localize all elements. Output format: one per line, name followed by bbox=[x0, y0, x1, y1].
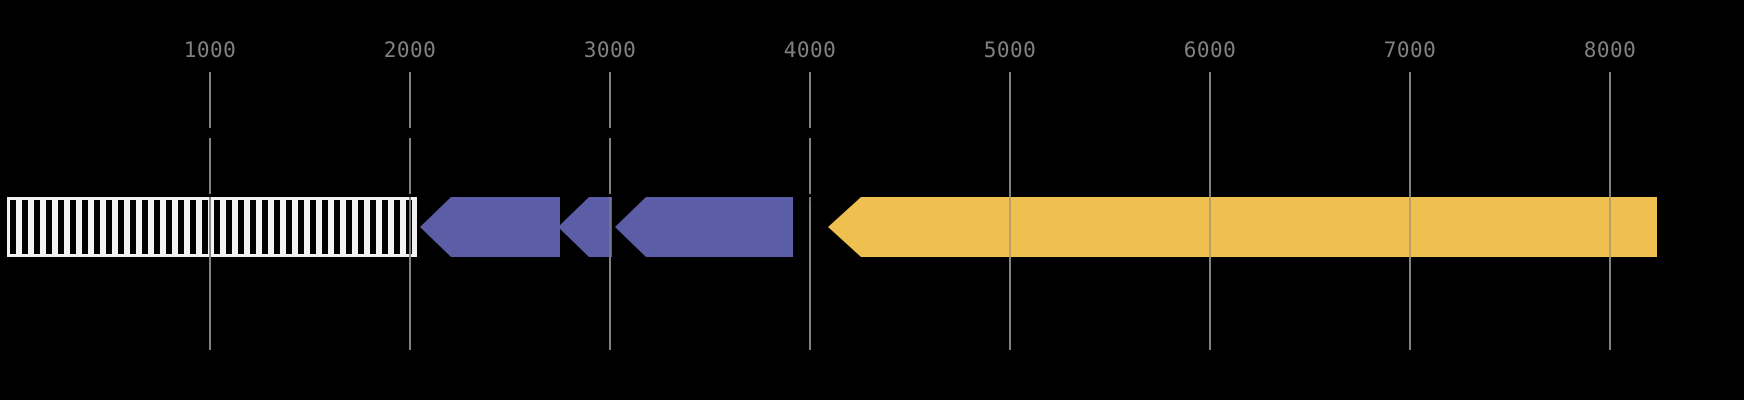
feature-arrow-reverse-1[interactable] bbox=[420, 197, 560, 257]
feature-arrow-reverse-3[interactable] bbox=[615, 197, 793, 257]
axis-tick-label-5000: 5000 bbox=[983, 38, 1037, 62]
feature-arrow-reverse-2[interactable] bbox=[558, 197, 612, 257]
axis-tick-label-4000: 4000 bbox=[783, 38, 837, 62]
feature-hatched-box[interactable] bbox=[7, 197, 417, 257]
axis-tick-label-2000: 2000 bbox=[383, 38, 437, 62]
axis-tick-label-3000: 3000 bbox=[583, 38, 637, 62]
feature-arrow-reverse-4[interactable] bbox=[828, 197, 1657, 257]
axis-tick-label-7000: 7000 bbox=[1383, 38, 1437, 62]
feature-track bbox=[0, 197, 1744, 257]
axis-tick-label-6000: 6000 bbox=[1183, 38, 1237, 62]
axis-tick-label-8000: 8000 bbox=[1583, 38, 1637, 62]
axis-tick-label-1000: 1000 bbox=[183, 38, 237, 62]
